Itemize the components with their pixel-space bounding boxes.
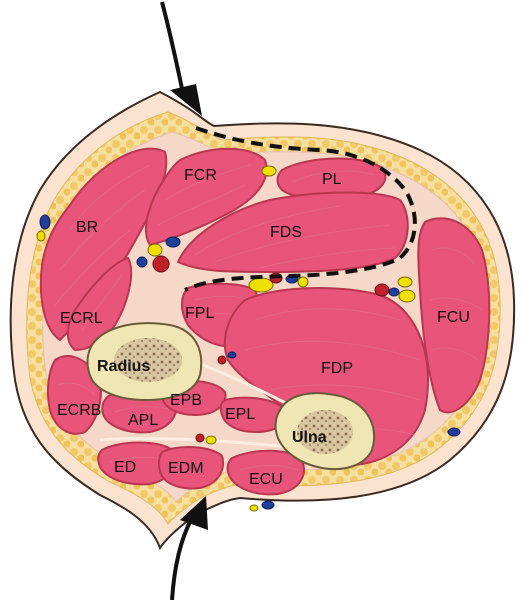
bone-radius — [86, 322, 203, 402]
vein — [165, 236, 181, 248]
vein — [136, 256, 148, 268]
label-fdp: FDP — [321, 360, 353, 377]
artery — [217, 355, 227, 365]
muscle-ecu — [226, 449, 305, 496]
label-ulna: Ulna — [292, 429, 327, 446]
nerve — [297, 276, 309, 288]
nerve — [248, 277, 274, 293]
approach-dashed-line — [184, 126, 417, 292]
label-edm: EDM — [168, 460, 204, 477]
muscle-ecrl — [66, 256, 133, 352]
label-fpl: FPL — [185, 305, 214, 322]
neurovascular-bundles — [36, 165, 461, 512]
nerve — [261, 165, 277, 177]
nerve — [147, 243, 163, 257]
muscle-fds — [176, 191, 409, 274]
label-ed: ED — [114, 459, 136, 476]
nerve — [205, 435, 217, 445]
nerve — [397, 276, 413, 288]
nerve — [249, 504, 259, 512]
label-apl: APL — [128, 412, 158, 429]
muscle-edm — [158, 446, 224, 490]
muscle-fcr — [145, 147, 268, 247]
artery — [152, 255, 170, 273]
vein — [227, 351, 237, 359]
label-ecu: ECU — [249, 471, 283, 488]
nerve — [398, 289, 416, 303]
label-radius: Radius — [97, 358, 150, 375]
muscle-br — [39, 147, 168, 342]
label-epl: EPL — [225, 406, 255, 423]
bone-ulna — [274, 392, 376, 470]
nerve — [36, 230, 46, 242]
vein — [447, 427, 461, 437]
arrow-volar-approach — [160, 1, 202, 116]
muscle-fdp — [223, 287, 429, 467]
artery — [374, 283, 390, 297]
vein — [388, 287, 400, 297]
fascial-septum-dorsal — [99, 436, 301, 450]
label-fcu: FCU — [437, 309, 470, 326]
label-ecrl: ECRL — [60, 310, 103, 327]
label-br: BR — [76, 219, 98, 236]
label-epb: EPB — [170, 392, 202, 409]
label-fcr: FCR — [184, 167, 217, 184]
vein — [261, 500, 275, 510]
label-pl: PL — [322, 171, 342, 188]
vein — [39, 214, 51, 230]
muscle-fcu — [417, 217, 491, 414]
label-ecrb: ECRB — [57, 402, 101, 419]
muscle-epl — [219, 396, 287, 434]
label-fds: FDS — [270, 224, 302, 241]
arrow-dorsal-approach — [170, 496, 208, 601]
artery — [195, 433, 205, 443]
